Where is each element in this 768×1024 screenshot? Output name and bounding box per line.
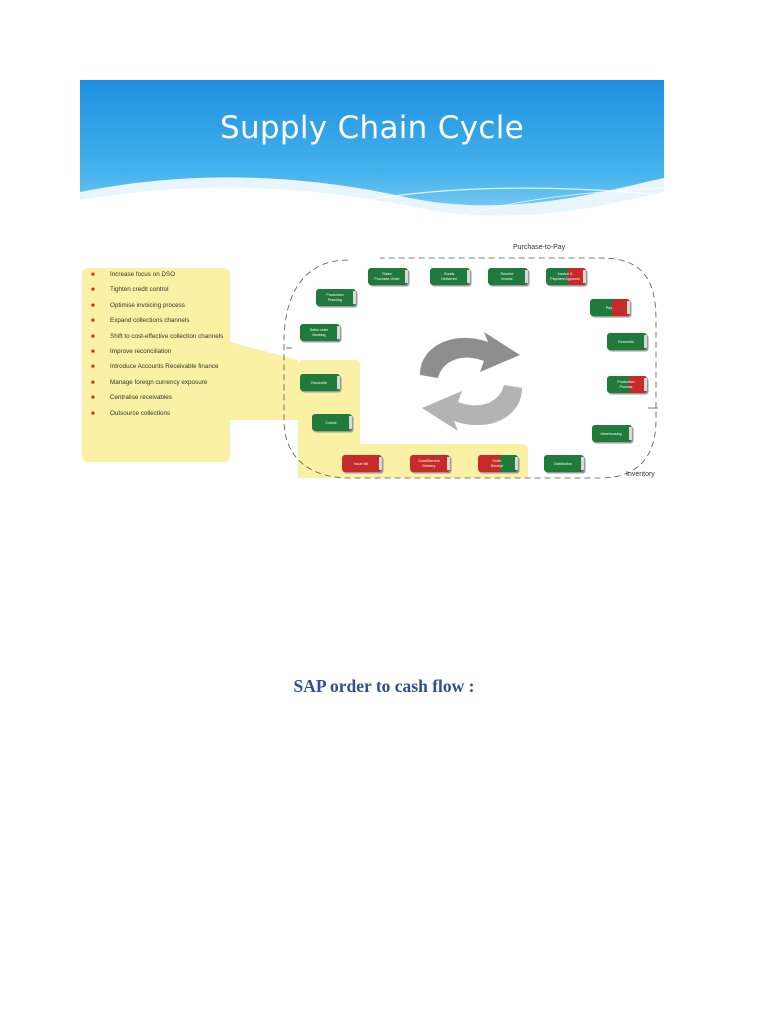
bullet-icon: ■	[91, 348, 95, 355]
label-inventory: Inventory	[626, 471, 655, 478]
process-node-label: Booking	[313, 333, 326, 337]
process-node-reconcile-left: Reconcile	[300, 374, 342, 393]
benefits-panel	[82, 268, 230, 462]
process-node-label: Delivered	[441, 277, 456, 281]
bullet-icon: ■	[91, 302, 95, 309]
bullet-icon: ■	[91, 379, 95, 386]
benefit-item: ■ Tighten credit control	[91, 286, 230, 294]
process-node-label: Payment Approval	[550, 277, 579, 281]
bullet-icon: ■	[91, 318, 95, 325]
benefit-text: Expand collections channels	[110, 317, 190, 325]
benefit-item: ■ Centralise receivables	[91, 394, 230, 402]
highlight-connector	[230, 342, 298, 420]
benefit-item: ■ Introduce Accounts Receivable finance	[91, 363, 230, 371]
benefit-item: ■ Manage foreign currency exposure	[91, 378, 230, 387]
benefit-item: ■ Increase focus on DSO	[91, 271, 230, 279]
process-node-label: Invoice &	[558, 272, 573, 276]
process-node-label: Invoice	[501, 277, 512, 281]
label-purchase-to-pay: Purchase-to-Pay	[513, 244, 566, 251]
process-node-label: Order	[492, 459, 502, 463]
section-heading: SAP order to cash flow :	[293, 676, 475, 696]
bullet-icon: ■	[91, 333, 95, 340]
process-node-label: Sales order	[310, 328, 329, 332]
process-node-label: Goods	[444, 272, 455, 276]
benefit-item: ■ Outsource collections	[91, 409, 230, 418]
bullet-icon: ■	[91, 287, 95, 294]
bullet-icon: ■	[91, 364, 95, 371]
benefit-text: Introduce Accounts Receivable finance	[110, 363, 219, 371]
process-node-label: Receipt	[491, 464, 503, 468]
process-node-label: Warehousing	[600, 432, 621, 436]
benefit-item: ■ Expand collections channels	[91, 317, 230, 325]
cycle-loop	[283, 257, 657, 479]
benefit-text: Improve reconciliation	[110, 347, 172, 355]
benefit-item: ■ Shift to cost-effective collection chan…	[91, 332, 230, 341]
process-node-reconcile-right: Reconcile	[607, 333, 649, 352]
process-node-issue-invoice: Issue bill	[342, 455, 384, 474]
bullet-icon: ■	[91, 395, 95, 402]
process-node-label: Planning	[328, 298, 342, 302]
benefit-text: Manage foreign currency exposure	[110, 378, 208, 386]
benefit-text: Outsource collections	[110, 409, 171, 417]
slide-title: Supply Chain Cycle	[219, 110, 525, 146]
sky-banner	[80, 80, 664, 235]
process-node-pay: Pay	[590, 299, 632, 318]
process-node-collect: Collect	[312, 414, 354, 433]
process-node-label: Process	[620, 385, 633, 389]
benefit-text: Tighten credit control	[110, 286, 169, 294]
cycle-arrows-icon	[420, 332, 522, 431]
process-node-label: Receive	[501, 272, 514, 276]
process-node-invoice-approval: Invoice &Payment Approval	[546, 268, 588, 287]
process-node-label: Raise	[382, 272, 391, 276]
process-node-warehousing: Warehousing	[592, 425, 634, 444]
benefit-text: Centralise receivables	[110, 394, 172, 402]
highlight-area	[298, 360, 528, 478]
bullet-icon: ■	[91, 410, 95, 417]
process-node-label: Reconcile	[311, 381, 327, 385]
process-node-label: Pay	[606, 306, 612, 310]
process-node-label: Purchase Order	[374, 277, 400, 281]
process-node-distribution: Distribution	[544, 455, 586, 474]
benefit-text: Increase focus on DSO	[110, 271, 176, 278]
bullet-icon: ■	[91, 272, 95, 278]
process-node-label: Good/Service	[418, 459, 440, 463]
benefit-item: ■ Improve reconciliation	[91, 347, 230, 356]
process-node-label: Reconcile	[618, 340, 634, 344]
process-node-label: Issue bill	[354, 462, 368, 466]
benefits-list: ■ Increase focus on DSO ■ Tighten credit co…	[91, 271, 230, 425]
benefit-text: Shift to cost-effective collection chann…	[110, 332, 224, 340]
benefit-item: ■ Optimise invoicing process	[91, 301, 230, 310]
benefit-text: Optimise invoicing process	[110, 301, 185, 309]
process-node-label: Production	[326, 293, 343, 297]
process-node-label: Delivery	[423, 464, 436, 468]
process-node-label: Production	[617, 380, 634, 384]
process-node-label: Collect	[326, 421, 337, 425]
process-node-label: Distribution	[554, 462, 572, 466]
